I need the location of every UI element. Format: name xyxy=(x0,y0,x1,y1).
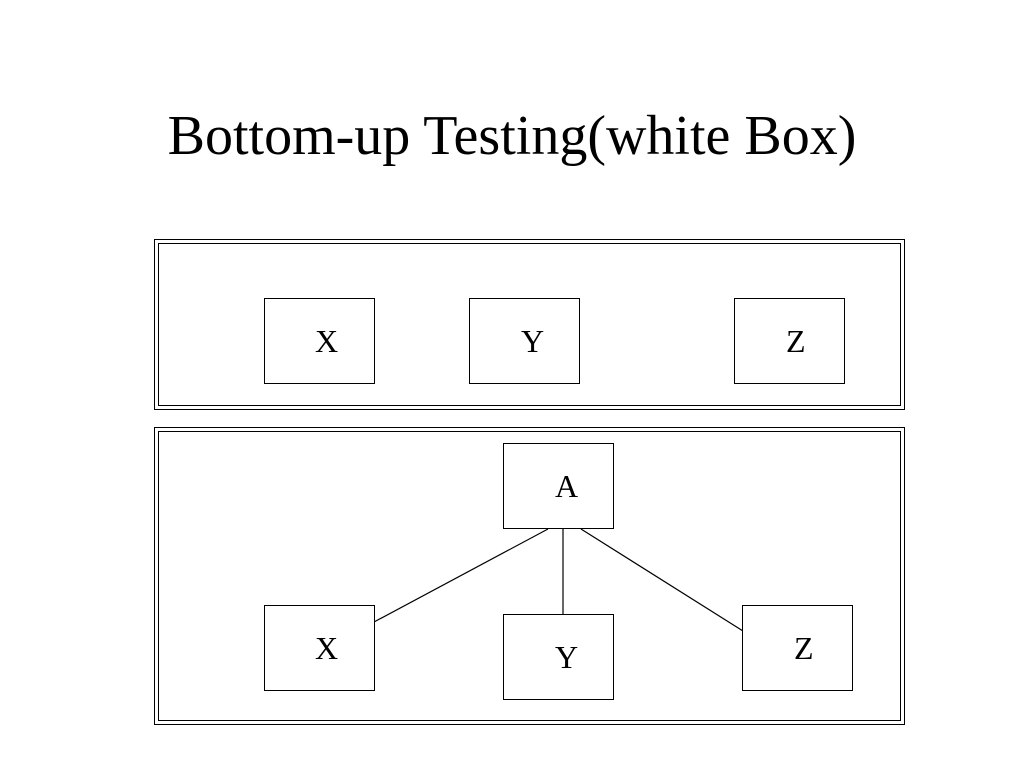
child-module-z-label: Z xyxy=(794,630,814,666)
unit-modules-frame xyxy=(154,239,905,410)
child-module-x: X xyxy=(264,605,375,691)
integration-frame-inner-border xyxy=(158,431,901,721)
child-module-y: Y xyxy=(503,614,614,700)
unit-module-x-label: X xyxy=(315,323,339,359)
unit-modules-frame-inner-border xyxy=(158,243,901,406)
integration-frame xyxy=(154,427,905,725)
unit-module-z-label: Z xyxy=(786,323,806,359)
child-module-y-label: Y xyxy=(555,639,579,675)
unit-module-y-label: Y xyxy=(521,323,545,359)
child-module-x-label: X xyxy=(315,630,339,666)
root-module-a: A xyxy=(503,443,614,529)
slide-title: Bottom-up Testing(white Box) xyxy=(167,105,857,167)
unit-module-y: Y xyxy=(469,298,580,384)
unit-module-z: Z xyxy=(734,298,845,384)
unit-module-x: X xyxy=(264,298,375,384)
child-module-z: Z xyxy=(742,605,853,691)
root-module-a-label: A xyxy=(555,468,579,504)
